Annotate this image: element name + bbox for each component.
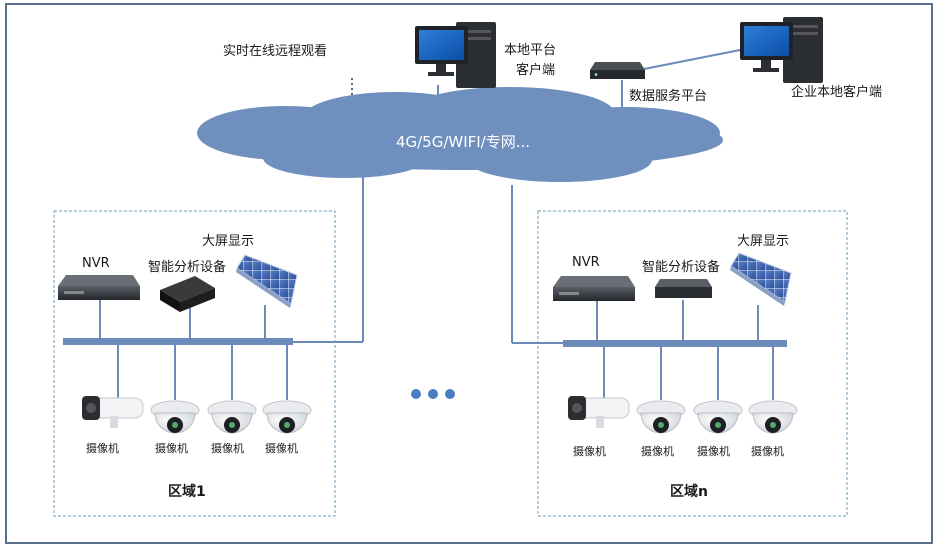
data-service-server-icon — [590, 62, 645, 79]
region-1-display-label: 大屏显示 — [202, 234, 254, 249]
region-1-dome-camera-3-icon — [262, 400, 312, 434]
local-platform-label-line1: 本地平台 — [504, 43, 556, 58]
region-1-bullet-camera-icon — [82, 396, 144, 428]
region-n-analyzer-label: 智能分析设备 — [642, 259, 720, 275]
region-1-bus — [63, 338, 293, 345]
cloud-label: 4G/5G/WIFI/专网... — [396, 133, 530, 151]
enterprise-computer-icon — [740, 17, 823, 83]
outer-border — [5, 3, 933, 544]
region-1-camera-label-2: 摄像机 — [155, 441, 188, 455]
region-n-camera-label-3: 摄像机 — [697, 444, 730, 458]
region-n-dome-camera-3-icon — [748, 400, 798, 434]
region-n-nvr-label: NVR — [572, 255, 600, 270]
connection-lines — [99, 49, 774, 400]
region-1-box — [53, 210, 336, 517]
region-n-dome-camera-1-icon — [636, 400, 686, 434]
region-n-dome-camera-2-icon — [693, 400, 743, 434]
region-n-bullet-camera-icon — [568, 396, 630, 428]
region-1-nvr-label: NVR — [82, 256, 110, 271]
enterprise-client-label: 企业本地客户端 — [791, 84, 882, 100]
region-n-camera-label-2: 摄像机 — [641, 444, 674, 458]
region-1-analyzer-icon — [160, 276, 215, 312]
region-n-box — [537, 210, 848, 517]
region-1-camera-label-1: 摄像机 — [86, 441, 119, 455]
region-n-title: 区域n — [670, 483, 708, 500]
region-1-dome-camera-1-icon — [150, 400, 200, 434]
region-1-display-icon — [236, 254, 298, 308]
region-n-display-icon — [730, 252, 792, 306]
region-n-camera-label-1: 摄像机 — [573, 444, 606, 458]
region-n-camera-label-4: 摄像机 — [751, 444, 784, 458]
region-n-nvr-icon — [553, 276, 635, 301]
region-1-camera-label-4: 摄像机 — [265, 441, 298, 455]
region-n-analyzer-icon — [655, 279, 712, 298]
local-platform-computer-icon — [415, 22, 496, 88]
more-regions-dots — [411, 389, 455, 399]
region-n-bus — [563, 340, 787, 347]
remote-view-label: 实时在线远程观看 — [223, 43, 327, 59]
region-n-display-label: 大屏显示 — [737, 234, 789, 249]
region-1-camera-label-3: 摄像机 — [211, 441, 244, 455]
data-service-label: 数据服务平台 — [629, 88, 707, 104]
local-platform-label-line2: 客户端 — [516, 62, 555, 78]
region-1-dome-camera-2-icon — [207, 400, 257, 434]
region-1-analyzer-label: 智能分析设备 — [148, 259, 226, 275]
network-cloud — [197, 87, 723, 182]
region-1-title: 区域1 — [168, 483, 206, 500]
region-1-nvr-icon — [58, 275, 140, 300]
